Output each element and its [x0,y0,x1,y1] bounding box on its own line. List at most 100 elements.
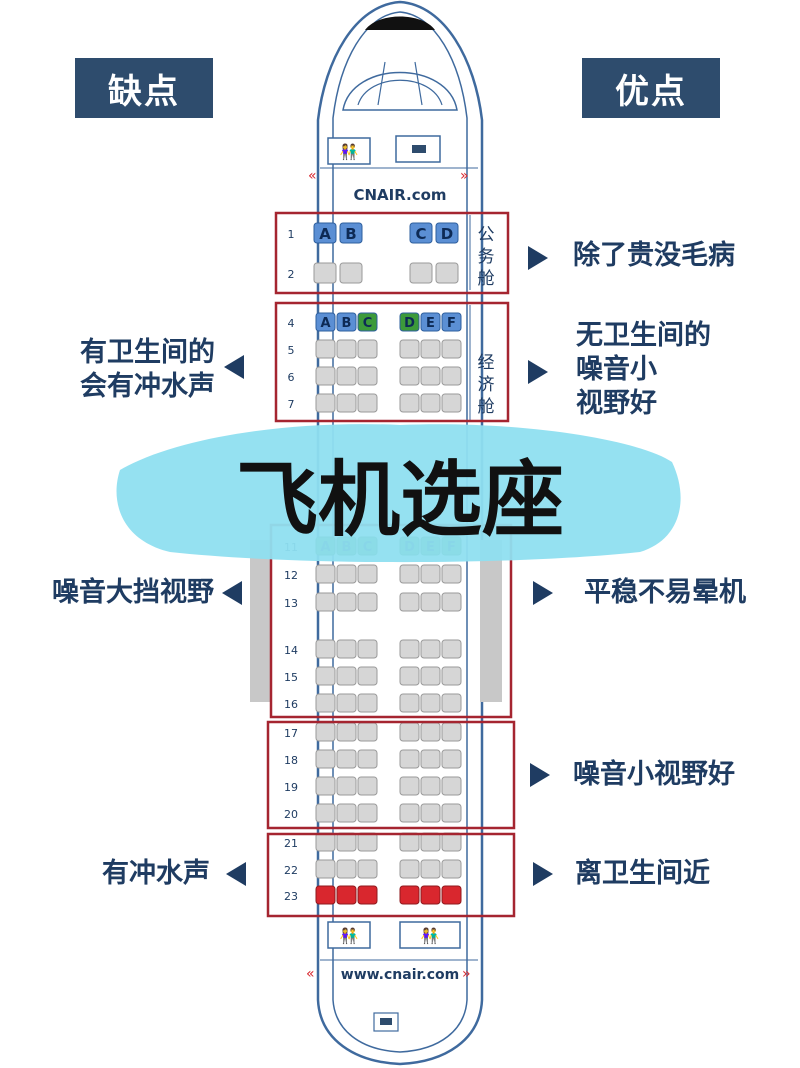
cockpit-arc [357,79,443,106]
seat-letter: D [404,316,415,331]
row-number: 12 [284,569,298,582]
seat [441,366,462,386]
zone-box-front-economy [274,301,510,423]
note-line: 噪音大挡视野 [52,577,214,608]
seat [399,592,420,612]
seat [420,366,441,386]
seat [420,666,441,686]
seat-letter: C [363,316,373,331]
seat [336,859,357,879]
seat [441,312,462,332]
seat [441,776,462,796]
arrow-right-icon [528,246,548,270]
exit-marker-left: « [308,168,317,184]
row-number: 17 [284,727,298,740]
seat [336,803,357,823]
arrow-left-icon [222,581,242,605]
seat [409,222,433,244]
seat [315,803,336,823]
seat [357,366,378,386]
galley-icon [380,1018,392,1025]
seat [315,592,336,612]
arrow-left-icon [226,862,246,886]
seat [435,222,459,244]
seat [313,222,337,244]
cockpit-line [414,61,423,106]
brand-top: CNAIR.com [353,186,446,204]
seat-letter: A [320,316,330,331]
cabin-label-economy: 舱 [478,397,495,417]
seat [399,693,420,713]
seat [420,564,441,584]
row-number: 21 [284,837,298,850]
note-last-rows-con: 有冲水声 [80,857,210,891]
seat [399,639,420,659]
seat [336,832,357,852]
note-line: 噪音小 [576,354,657,385]
wing-right [480,540,502,702]
seat [357,803,378,823]
row-number: 7 [288,398,295,411]
seat [420,859,441,879]
lavatory-icon: 👫 [340,927,359,945]
lavatory-icon: 👫 [340,143,359,161]
arrow-right-icon [533,581,553,605]
nose-cap [365,16,435,30]
seat [420,776,441,796]
exit-marker-left: « [306,966,315,982]
seat [357,564,378,584]
seat [399,312,420,332]
seat [420,393,441,413]
seat [315,832,336,852]
seat [420,885,441,905]
row-number: 2 [288,268,295,281]
row-number: 15 [284,671,298,684]
seat [399,722,420,742]
seat [441,859,462,879]
row-number: 22 [284,864,298,877]
cabin-label-business: 务 [478,247,495,267]
arrow-right-icon [530,763,550,787]
seat [399,393,420,413]
note-front-economy: 无卫生间的 噪音小 视野好 [576,319,711,421]
zone-box-business [274,211,510,295]
seat [336,776,357,796]
row-number: 1 [288,228,295,241]
seat [399,366,420,386]
seat [441,393,462,413]
pros-header: 优点 [582,58,720,118]
seat [315,885,336,905]
seat [399,749,420,769]
note-last-rows: 离卫生间近 [575,857,710,891]
seat [315,749,336,769]
seat [313,262,337,284]
note-line: 噪音小视野好 [573,759,735,790]
exit-marker-right: » [462,966,471,982]
row-number: 23 [284,890,298,903]
seat-letter: D [441,225,453,243]
seat [441,803,462,823]
seat [409,262,433,284]
exit-marker-right: » [460,168,469,184]
seat [441,666,462,686]
arrow-left-icon [224,355,244,379]
seat [435,262,459,284]
lavatory-box [399,921,461,949]
cabin-label-business: 公 [478,225,495,245]
seat [336,393,357,413]
row-number: 13 [284,597,298,610]
seat [420,832,441,852]
row-number: 14 [284,644,298,657]
note-line: 除了贵没毛病 [573,240,735,271]
arrow-right-icon [533,862,553,886]
note-front-economy-con: 有卫生间的 会有冲水声 [55,336,215,404]
cockpit [342,71,458,111]
seat [357,749,378,769]
row-number: 18 [284,754,298,767]
seat [336,749,357,769]
seat [420,639,441,659]
seat [315,776,336,796]
seat [315,693,336,713]
seat [336,885,357,905]
